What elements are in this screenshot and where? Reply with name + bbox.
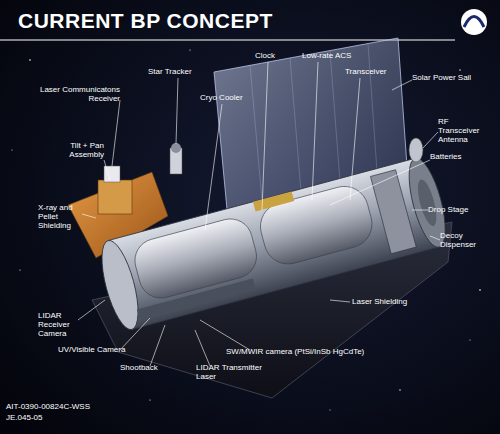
star-tracker-lens: [171, 143, 181, 153]
part-label: LIDAR Transmitter Laser: [196, 364, 276, 382]
leader-line: [430, 236, 440, 240]
part-label: Low-rate ACS: [302, 52, 364, 61]
part-label: Solar Power Sail: [412, 74, 486, 83]
part-label: Tilt + Pan Assembly: [58, 142, 104, 160]
part-label: Transceiver: [345, 68, 401, 77]
battery-pack: [253, 191, 294, 211]
leader-line: [82, 214, 96, 218]
leader-line: [205, 104, 222, 230]
leader-line: [78, 300, 105, 320]
part-label: Shootback: [120, 364, 172, 373]
star: [399, 389, 400, 390]
star: [149, 399, 150, 400]
leader-line: [350, 78, 360, 200]
leader-line: [412, 210, 428, 211]
part-label: RF Transceiver Antenna: [438, 118, 483, 145]
leader-line: [330, 160, 430, 205]
part-label: Batteries: [430, 153, 480, 162]
star: [19, 269, 20, 270]
leader-line: [195, 330, 210, 366]
leader-line: [104, 160, 110, 180]
diagram-title: CURRENT BP CONCEPT: [18, 9, 273, 33]
document-code: AIT-0390-00824C-WSS: [6, 403, 206, 412]
leader-line: [392, 80, 412, 90]
part-label: Cryo Cooler: [200, 94, 252, 103]
leader-lines: [78, 62, 440, 366]
company-logo: [461, 9, 487, 35]
leader-line: [423, 132, 438, 148]
star: [330, 410, 331, 411]
star: [459, 69, 460, 70]
leader-line: [330, 300, 350, 302]
star: [12, 150, 13, 151]
part-label: LIDAR Receiver Camera: [38, 312, 78, 339]
body-cylinder: [108, 158, 439, 329]
part-label: Decoy Dispenser: [440, 232, 484, 250]
part-label: X-ray and Pellet Shielding: [38, 204, 82, 231]
tilt-pan-assembly: [98, 180, 132, 214]
leader-line: [262, 62, 268, 210]
part-label: UV/Visible Camera: [58, 346, 148, 355]
leader-line: [200, 320, 250, 350]
body-front-cap: [95, 237, 146, 333]
star: [479, 289, 481, 291]
star: [189, 49, 190, 50]
part-label: Laser Shielding: [352, 298, 432, 307]
star: [29, 59, 31, 61]
leader-line: [112, 100, 120, 166]
leader-line: [150, 325, 165, 366]
logo-mark: [464, 17, 484, 28]
propellant-tank: [255, 181, 377, 269]
main-body: [95, 155, 453, 333]
nozzle: [414, 178, 440, 228]
star: [470, 340, 471, 341]
part-label: Laser Communicatons Receiver: [30, 86, 120, 104]
part-label: Star Tracker: [148, 68, 208, 77]
sensor-bay: [137, 278, 256, 321]
part-label: Clock: [255, 52, 299, 61]
leader-line: [312, 62, 318, 200]
leader-line: [176, 78, 178, 144]
part-label: SW/MWIR camera (PtSi/InSb HgCdTe): [226, 348, 376, 357]
document-code: JE.045-05: [6, 414, 106, 423]
part-label: Drop Stage: [428, 206, 490, 215]
logo-disc: [461, 9, 487, 35]
rf-antenna: [409, 138, 423, 162]
